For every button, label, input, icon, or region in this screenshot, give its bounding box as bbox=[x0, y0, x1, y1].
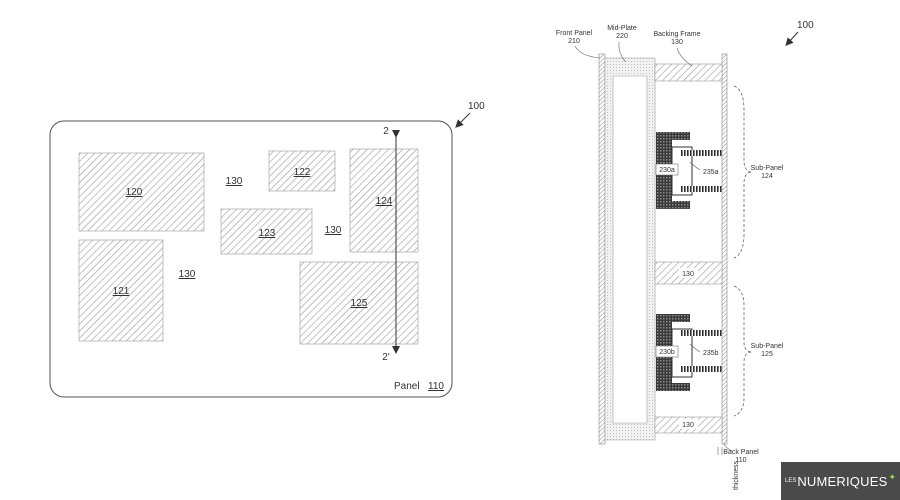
back-panel-num: 110 bbox=[735, 457, 746, 464]
leader-back-panel bbox=[723, 443, 733, 452]
leader-front-panel bbox=[574, 45, 601, 59]
left-figure: 120 121 122 123 124 125 130 130 130 2 2'… bbox=[49, 101, 485, 398]
subpanel-123 bbox=[220, 208, 313, 255]
component-arm-a2 bbox=[656, 201, 690, 209]
sub-panel-bottom-num: 125 bbox=[761, 351, 773, 358]
figure-ref-left: 100 bbox=[468, 101, 485, 112]
panel-outline bbox=[49, 120, 453, 398]
subpanel-124 bbox=[349, 148, 419, 253]
subpanel-120 bbox=[78, 152, 205, 232]
region-label-130-b: 130 bbox=[325, 225, 342, 236]
component-arm-b2 bbox=[656, 383, 690, 391]
right-figure: 130 130 230a 235a 230b 235b bbox=[556, 20, 814, 490]
component-assembly-a: 230a 235a bbox=[655, 132, 722, 209]
front-panel bbox=[598, 53, 606, 445]
backing-frame-num: 130 bbox=[671, 39, 683, 46]
thickness-label: thickness bbox=[733, 460, 740, 490]
frame-label-bottom: 130 bbox=[682, 422, 694, 429]
connector-ticks-a2 bbox=[680, 186, 722, 192]
front-panel-num: 210 bbox=[568, 38, 580, 45]
backing-frame-name: Backing Frame bbox=[653, 31, 700, 38]
watermark-prefix: LES bbox=[784, 478, 797, 484]
watermark-logo: LES NUMERIQUES ✦ bbox=[781, 462, 900, 500]
panel-number: 110 bbox=[428, 381, 444, 392]
subpanel-121 bbox=[78, 239, 164, 342]
subpanel-label-122: 122 bbox=[294, 167, 311, 178]
figure-ref-arrow-right bbox=[785, 31, 799, 46]
subpanel-label-121: 121 bbox=[113, 286, 130, 297]
connector-ticks-b1 bbox=[680, 330, 722, 336]
frame-label-box-bottom bbox=[679, 419, 698, 429]
subpanel-label-123: 123 bbox=[259, 228, 276, 239]
leader-235b bbox=[689, 343, 701, 353]
figure-ref-arrow-left bbox=[455, 112, 471, 128]
sub-panel-brace-top bbox=[733, 85, 753, 259]
connector-ticks-a1 bbox=[680, 150, 722, 156]
section-label-top: 2 bbox=[383, 126, 389, 137]
subpanel-122 bbox=[268, 150, 336, 192]
front-panel-name: Front Panel bbox=[556, 30, 593, 37]
subpanel-label-120: 120 bbox=[126, 187, 143, 198]
leader-235a bbox=[689, 161, 701, 171]
watermark-name: NUMERIQUES bbox=[797, 473, 888, 489]
backing-frame-top bbox=[654, 63, 723, 82]
sub-panel-bottom-name: Sub-Panel bbox=[751, 343, 784, 350]
connector-ticks-b2 bbox=[680, 366, 722, 372]
conn-label-a: 235a bbox=[703, 169, 719, 176]
comp-label-a: 230a bbox=[659, 167, 675, 174]
mid-plate bbox=[604, 57, 656, 441]
back-panel-name: Back Panel bbox=[723, 449, 759, 456]
subpanel-label-124: 124 bbox=[376, 196, 393, 207]
comp-label-box-a bbox=[655, 163, 679, 176]
sub-panel-brace-bottom bbox=[733, 285, 753, 417]
comp-label-b: 230b bbox=[659, 349, 675, 356]
component-arm-b1 bbox=[656, 314, 690, 322]
leader-backing-frame bbox=[676, 47, 693, 67]
region-label-130-a: 130 bbox=[226, 176, 243, 187]
conn-label-b: 235b bbox=[703, 350, 719, 357]
subpanel-label-125: 125 bbox=[351, 298, 368, 309]
sub-panel-top-num: 124 bbox=[761, 173, 773, 180]
star-icon: ✦ bbox=[888, 471, 896, 482]
region-label-130-c: 130 bbox=[179, 269, 196, 280]
sub-panel-top-name: Sub-Panel bbox=[751, 165, 784, 172]
leader-mid-plate bbox=[618, 41, 627, 63]
section-label-bottom: 2' bbox=[382, 352, 390, 363]
figure-ref-right: 100 bbox=[797, 20, 814, 31]
frame-label-box-mid bbox=[679, 268, 698, 278]
back-panel bbox=[721, 53, 728, 445]
mid-plate-name: Mid-Plate bbox=[607, 25, 637, 32]
comp-label-box-b bbox=[655, 345, 679, 358]
component-assembly-b: 230b 235b bbox=[655, 314, 722, 391]
mid-plate-num: 220 bbox=[616, 33, 628, 40]
panel-caption: Panel bbox=[394, 381, 420, 392]
component-arm-a1 bbox=[656, 132, 690, 140]
frame-label-mid: 130 bbox=[682, 271, 694, 278]
